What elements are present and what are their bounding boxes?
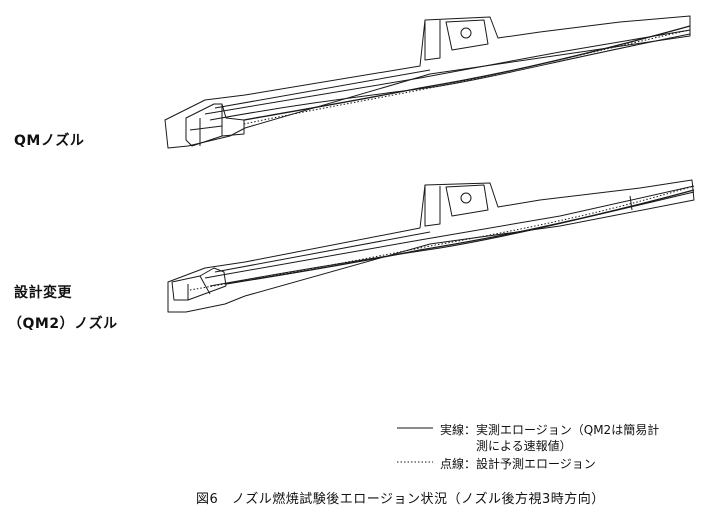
qm-liner-line-3 <box>214 69 431 109</box>
qm-throat-insert-divider <box>189 104 223 146</box>
qm2-throat-insert-divider <box>187 275 211 300</box>
qm2-liner-line-2 <box>209 191 695 287</box>
qm-bracket-inner <box>445 19 489 51</box>
qm-bolt-hole <box>460 27 472 39</box>
qm-bracket <box>424 20 441 61</box>
qm2-liner-line-3 <box>214 195 633 273</box>
figure-caption: 図6 ノズル燃焼試験後エロージョン状況（ノズル後方視3時方向） <box>196 492 605 507</box>
qm2-bracket <box>424 185 441 227</box>
qm2-nozzle-profile <box>167 179 695 313</box>
legend-solid-label-cont: 測による速報値） <box>476 439 572 453</box>
qm-throat-insert <box>185 103 245 147</box>
qm-nozzle-profile <box>164 15 691 149</box>
qm-liner-line-1 <box>204 29 691 115</box>
legend-solid-label: 実線：実測エロージョン（QM2は簡易計 <box>440 423 660 437</box>
label-qm-nozzle: QMノズル <box>14 133 85 149</box>
qm2-measured-erosion-line <box>225 189 695 285</box>
label-qm2-nozzle-line1: 設計変更 <box>14 285 72 301</box>
label-qm2-nozzle-line2: （QM2）ノズル <box>8 316 118 332</box>
qm2-throat-insert <box>171 267 227 301</box>
qm-outer-housing <box>164 15 691 149</box>
qm2-liner-line-1 <box>204 185 695 279</box>
legend-dotted-label: 点線：設計予測エロージョン <box>440 457 596 471</box>
qm-predicted-erosion-line <box>243 29 691 125</box>
qm2-bolt-hole <box>460 192 472 204</box>
qm2-outer-housing <box>167 179 695 313</box>
qm2-bracket-inner <box>445 184 489 217</box>
qm2-predicted-erosion-line <box>189 185 695 291</box>
qm-measured-erosion-line <box>243 25 691 121</box>
